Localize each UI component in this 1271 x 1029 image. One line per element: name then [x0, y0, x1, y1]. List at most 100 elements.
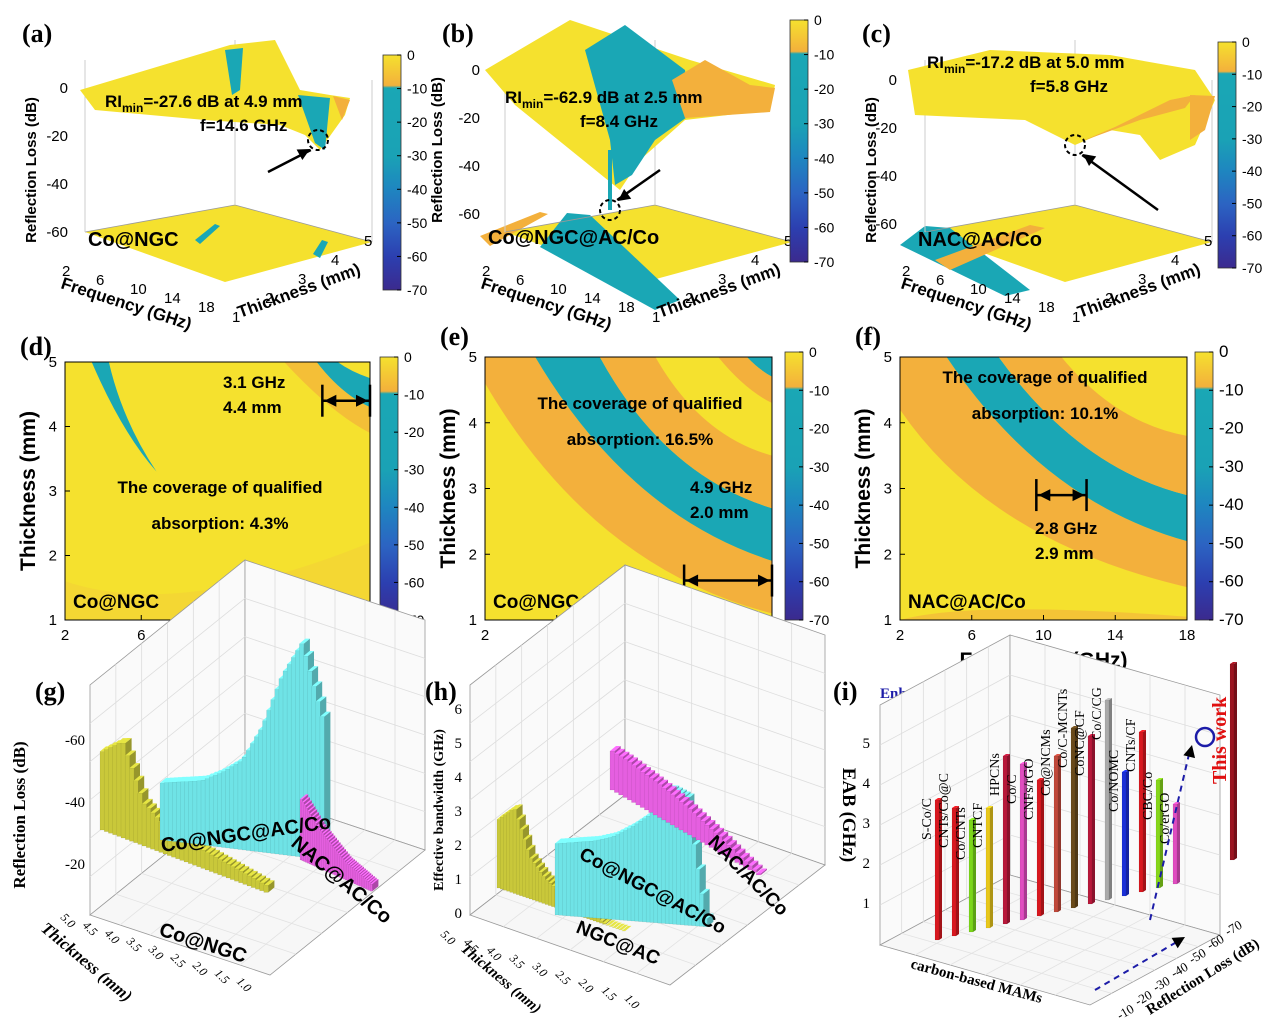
surface-floor — [85, 205, 372, 282]
bar-top — [318, 824, 327, 830]
z-tick-label: 5 — [863, 736, 871, 752]
bar-front — [167, 782, 173, 842]
y-tick-label: 3 — [1138, 271, 1146, 288]
bar-top — [1139, 730, 1146, 732]
x-tick-label: 1.0 — [622, 991, 643, 1012]
bar-front — [674, 798, 680, 828]
bar-top — [1173, 802, 1180, 804]
bar-side — [1143, 730, 1146, 892]
panel-label: (d) — [20, 332, 52, 361]
y-tick-label: 1 — [49, 612, 57, 629]
rlmin-circle-marker — [307, 129, 329, 151]
bar-top — [678, 796, 690, 802]
bar-front — [1053, 755, 1059, 913]
bandwidth-arrow — [686, 574, 699, 587]
bar-side — [707, 913, 714, 927]
colorbar-tick-label: -40 — [814, 150, 834, 166]
z-tick-label: 0 — [455, 906, 463, 922]
bar-top — [160, 777, 171, 783]
bar-front — [642, 818, 647, 923]
bar-top — [323, 830, 332, 836]
bar-top — [242, 868, 254, 874]
rl-value: =-17.2 dB at 5.0 mm — [965, 53, 1124, 72]
bar-front — [204, 852, 210, 871]
bar-front — [554, 843, 560, 916]
bar-top — [644, 770, 656, 776]
panel-label: (e) — [440, 322, 469, 351]
bar-top — [217, 854, 229, 860]
material-label: Co@NCMs — [1039, 729, 1054, 796]
surface-dip — [298, 95, 330, 150]
y-tick-label: 2 — [469, 546, 477, 563]
bar-top — [730, 844, 742, 850]
z-axis-title: Reflection Loss (dB) — [429, 77, 446, 223]
bar-top — [1122, 770, 1129, 772]
bar-front — [670, 794, 676, 826]
colorbar-gradient — [1217, 41, 1237, 269]
colorbar-tick-label: -40 — [1242, 163, 1262, 179]
bar-top — [612, 922, 622, 928]
colorbar-tick-label: -60 — [407, 248, 427, 264]
bar-top — [585, 836, 596, 842]
bar-top — [717, 831, 729, 837]
heatmap-qualified-region — [746, 357, 772, 377]
x-tick-label: 10 — [970, 281, 987, 298]
z-tick-label: 0 — [472, 62, 480, 79]
bar-front — [646, 815, 651, 923]
y-tick-label: 5 — [784, 233, 792, 250]
y-tick-label: 1 — [652, 309, 660, 326]
bar-top — [137, 788, 149, 794]
bar-side — [1234, 662, 1237, 860]
bar-front — [622, 759, 628, 798]
y-tick-label: 2 — [1105, 290, 1113, 307]
data-bar — [605, 920, 616, 926]
z-tick-label: 1 — [863, 896, 871, 912]
colorbar-tick-label: -60 — [1219, 572, 1244, 591]
bar-front — [234, 868, 240, 882]
axes-box — [878, 634, 1222, 1006]
coverage-value: absorption: 4.3% — [152, 514, 289, 533]
colorbar-tick-label: -30 — [1242, 131, 1262, 147]
bar-top — [721, 835, 733, 841]
x-tick-label: 6 — [137, 627, 145, 644]
data-bar — [1155, 778, 1163, 889]
material-label: Co/C/CG — [1090, 687, 1105, 740]
data-bar — [1019, 762, 1027, 921]
bar-front — [145, 808, 152, 848]
material-label: NAC@AC/Co — [908, 592, 1026, 613]
floor-stripe — [195, 224, 220, 244]
bar-side — [1041, 778, 1044, 916]
bar-top — [300, 794, 309, 800]
bar-top — [635, 763, 647, 769]
colorbar-tick-label: -30 — [407, 148, 427, 164]
bar-front — [112, 745, 118, 835]
bar-top — [341, 853, 350, 859]
bar-top — [1156, 778, 1163, 780]
data-bar — [618, 924, 629, 930]
bar-front — [691, 813, 697, 838]
data-bar — [1104, 698, 1112, 901]
colorbar-tick-label: -30 — [814, 116, 834, 132]
coverage-text: The coverage of qualified — [538, 394, 743, 413]
bar-front — [566, 842, 571, 917]
bar-top — [687, 804, 699, 810]
bar-top — [525, 844, 536, 850]
bar-top — [255, 875, 266, 881]
bar-top — [307, 806, 316, 812]
x-tick-label: 2.5 — [553, 967, 574, 988]
bar-top — [683, 800, 694, 806]
bar-top — [121, 737, 132, 743]
colorbar-tick-label: 0 — [407, 47, 415, 63]
bar-top — [1071, 726, 1078, 728]
z-tick-label: -40 — [458, 158, 480, 175]
colorbar-tick-label: -10 — [1242, 66, 1262, 82]
y-tick-label: 1 — [1072, 309, 1080, 326]
surface-band — [1190, 95, 1215, 140]
material-label: Co@NGC — [73, 592, 159, 613]
y-axis-title: Thickness (mm) — [437, 409, 460, 569]
bar-top — [346, 859, 355, 865]
y-tick-label: 1 — [884, 612, 892, 629]
bar-top — [339, 851, 348, 857]
bar-top — [352, 863, 361, 869]
